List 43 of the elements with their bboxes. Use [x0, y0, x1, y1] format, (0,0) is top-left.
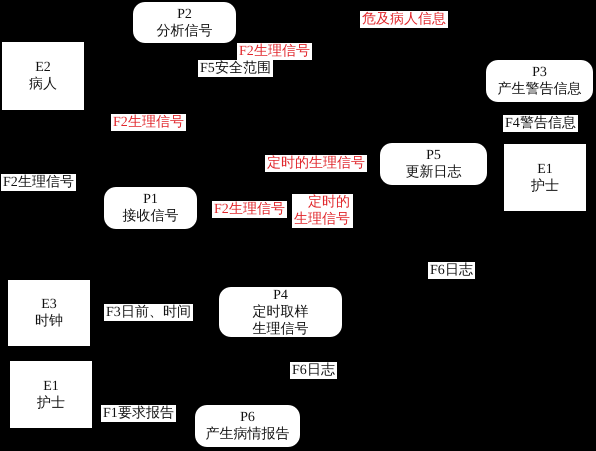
flow-label: F2生理信号	[237, 43, 312, 60]
process-box	[486, 60, 593, 102]
flow-label: F6日志	[428, 262, 475, 279]
process-number: P5	[426, 147, 441, 164]
flow-label: F1要求报告	[101, 405, 176, 422]
process-number: P1	[143, 191, 158, 208]
process-box	[195, 405, 300, 447]
process-name: 产生病情报告	[206, 426, 290, 443]
flow-label: F6日志	[290, 362, 337, 379]
process-number: P3	[532, 64, 547, 81]
process-name: 接收信号	[122, 208, 178, 225]
flow-label: 危及病人信息	[360, 11, 448, 28]
flow-label: F5安全范围	[198, 60, 273, 77]
process-box	[104, 187, 197, 229]
process-name: 产生警告信息	[498, 81, 582, 98]
process-box	[133, 2, 236, 43]
process-number: P4	[273, 286, 288, 304]
flow-label: F2生理信号	[212, 201, 287, 218]
flow-label: F2生理信号	[111, 114, 186, 131]
flow-label: 定时的生理信号	[265, 155, 367, 172]
entity-box	[8, 280, 90, 346]
process-number: P2	[177, 6, 192, 22]
flow-label: F2生理信号	[1, 174, 76, 191]
entity-code: E1	[537, 160, 553, 178]
entity-box	[504, 144, 586, 211]
process-name: 更新日志	[406, 164, 462, 181]
process-number: P6	[240, 409, 255, 426]
process-box	[219, 287, 342, 337]
process-box	[380, 143, 487, 185]
entity-code: E1	[43, 378, 59, 394]
entity-name: 护士	[37, 394, 65, 412]
entity-name: 病人	[29, 76, 57, 93]
entity-box	[10, 361, 92, 428]
flow-label: 定时的生理信号	[292, 194, 354, 228]
flow-label: F3日前、时间	[104, 304, 193, 321]
process-name: 定时取样生理信号	[251, 304, 310, 338]
entity-code: E2	[35, 59, 51, 76]
entity-code: E3	[41, 296, 57, 313]
entity-name: 护士	[531, 178, 559, 194]
process-name: 分析信号	[156, 22, 212, 40]
entity-name: 时钟	[35, 313, 63, 330]
entity-box	[2, 42, 84, 110]
flow-label: F4警告信息	[503, 115, 578, 132]
